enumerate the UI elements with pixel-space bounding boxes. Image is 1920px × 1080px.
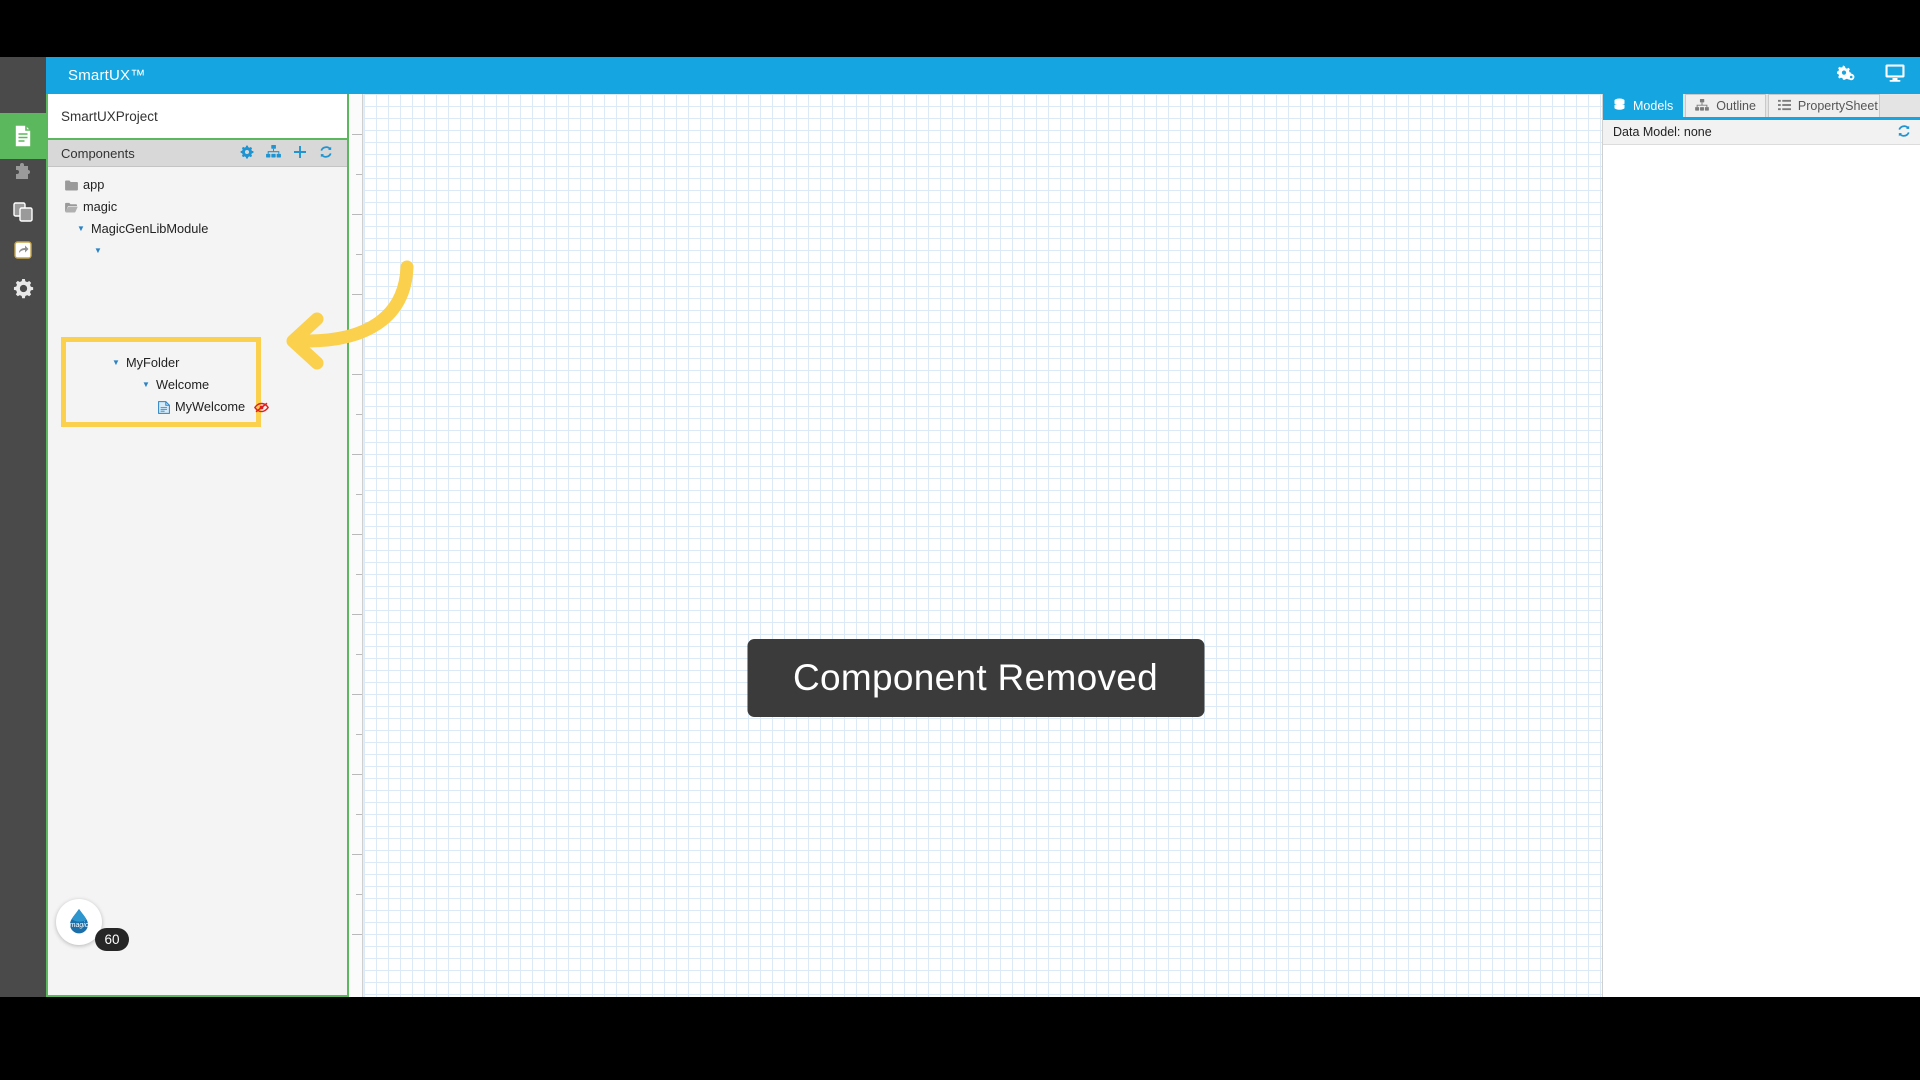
app-header: SmartUX™ (46, 57, 1920, 94)
magic-droplet-icon: magic (70, 909, 89, 934)
app-title: SmartUX™ (68, 67, 146, 84)
chevron-down-icon[interactable]: ▼ (94, 246, 102, 255)
ruler-tick (352, 854, 362, 855)
ruler-tick (352, 614, 362, 615)
design-canvas[interactable]: Component Removed (349, 94, 1602, 997)
tab-label: Outline (1716, 99, 1756, 113)
tree-row[interactable]: app (48, 174, 347, 196)
chevron-down-icon[interactable]: ▼ (142, 380, 150, 389)
magic-logo-badge[interactable]: magic (56, 899, 102, 945)
puzzle-piece-icon (12, 163, 34, 185)
tree-row-label: MyFolder (126, 354, 180, 370)
rail-item-export[interactable] (0, 227, 46, 273)
left-icon-rail (0, 57, 46, 997)
tree-row-label: MyWelcome (175, 398, 246, 414)
folder-open-icon (65, 202, 78, 213)
components-header: Components (48, 140, 347, 167)
settings-gears-icon[interactable] (1836, 64, 1856, 87)
rail-item-layers[interactable] (0, 189, 46, 235)
ruler-tick (356, 734, 362, 735)
highlighted-tree-rows: ▼ MyFolder ▼ Welcome (66, 342, 270, 418)
components-title: Components (61, 145, 135, 161)
magic-count-badge[interactable]: 60 (95, 928, 129, 951)
database-icon (1613, 98, 1626, 114)
rail-item-plugins[interactable] (0, 151, 46, 197)
ruler-tick (352, 134, 362, 135)
annotation-highlight-box: ▼ MyFolder ▼ Welcome (61, 337, 270, 427)
refresh-icon[interactable] (1897, 124, 1911, 141)
tab-label: PropertySheet (1797, 99, 1878, 113)
components-tree: app magic ▼ (48, 167, 347, 995)
hierarchy-icon (1695, 98, 1710, 114)
chevron-down-icon[interactable]: ▼ (77, 224, 85, 233)
toast-notification: Component Removed (746, 639, 1205, 717)
list-icon (1777, 99, 1791, 114)
tree-row[interactable]: MyWelcome (66, 396, 270, 418)
ruler-tick (356, 654, 362, 655)
tree-row-label: Welcome (156, 376, 210, 392)
ruler-tick (352, 694, 362, 695)
monitor-icon[interactable] (1884, 63, 1906, 88)
plus-icon[interactable] (293, 145, 307, 162)
application-window: SmartUX™ (0, 57, 1920, 997)
tree-row-label: app (83, 176, 105, 192)
tree-row[interactable]: ▼ Welcome (66, 374, 256, 396)
project-bar[interactable]: SmartUXProject (48, 94, 347, 140)
hidden-eye-icon[interactable] (254, 402, 270, 413)
tab-label: Models (1633, 99, 1674, 113)
chevron-down-icon[interactable]: ▼ (112, 358, 120, 367)
components-panel: SmartUXProject Components (46, 94, 349, 997)
rail-item-settings[interactable] (0, 265, 46, 311)
vertical-ruler (349, 94, 363, 997)
ruler-tick (352, 374, 362, 375)
ruler-tick (356, 814, 362, 815)
data-model-label: Data Model: none (1613, 125, 1712, 139)
ruler-tick (352, 534, 362, 535)
tree-row[interactable]: ▼ MagicGenLibModule (48, 218, 347, 240)
ruler-tick (356, 254, 362, 255)
rail-item-project[interactable] (0, 113, 46, 159)
page-icon (158, 400, 170, 414)
refresh-icon[interactable] (319, 145, 333, 162)
ruler-tick (352, 934, 362, 935)
tab-models[interactable]: Models (1603, 94, 1684, 117)
header-actions (1836, 57, 1906, 94)
ruler-tick (356, 414, 362, 415)
layers-copy-icon (12, 201, 34, 223)
blueprint-grid (364, 94, 1602, 997)
tree-row-obscured[interactable]: ▼ (48, 240, 347, 262)
ruler-tick (356, 574, 362, 575)
tree-row[interactable]: ▼ MyFolder (66, 352, 256, 374)
tree-row-label: MagicGenLibModule (91, 220, 209, 236)
ruler-tick (356, 334, 362, 335)
components-toolbar (240, 145, 333, 162)
window-body: SmartUXProject Components (46, 94, 1920, 997)
ruler-tick (352, 774, 362, 775)
main-window: SmartUX™ (46, 57, 1920, 997)
right-panel: Models (1602, 94, 1920, 997)
ruler-tick (352, 214, 362, 215)
gear-icon (13, 278, 34, 299)
right-panel-tabs: Models (1603, 94, 1920, 120)
ruler-tick (356, 494, 362, 495)
ruler-tick (356, 894, 362, 895)
gear-icon[interactable] (240, 145, 254, 162)
ruler-tick (356, 174, 362, 175)
folder-closed-icon (65, 180, 78, 191)
hierarchy-icon[interactable] (266, 145, 281, 161)
tree-row[interactable]: magic (48, 196, 347, 218)
ruler-tick (352, 294, 362, 295)
ruler-tick (352, 454, 362, 455)
document-icon (12, 124, 34, 148)
data-model-bar: Data Model: none (1603, 120, 1920, 145)
tree-row-label: magic (83, 198, 118, 214)
right-panel-content (1603, 145, 1920, 997)
tab-outline[interactable]: Outline (1685, 94, 1766, 117)
tab-propertysheet[interactable]: PropertySheet (1767, 94, 1880, 117)
project-name: SmartUXProject (61, 108, 158, 124)
export-share-icon (12, 239, 34, 261)
svg-text:magic: magic (70, 922, 89, 929)
